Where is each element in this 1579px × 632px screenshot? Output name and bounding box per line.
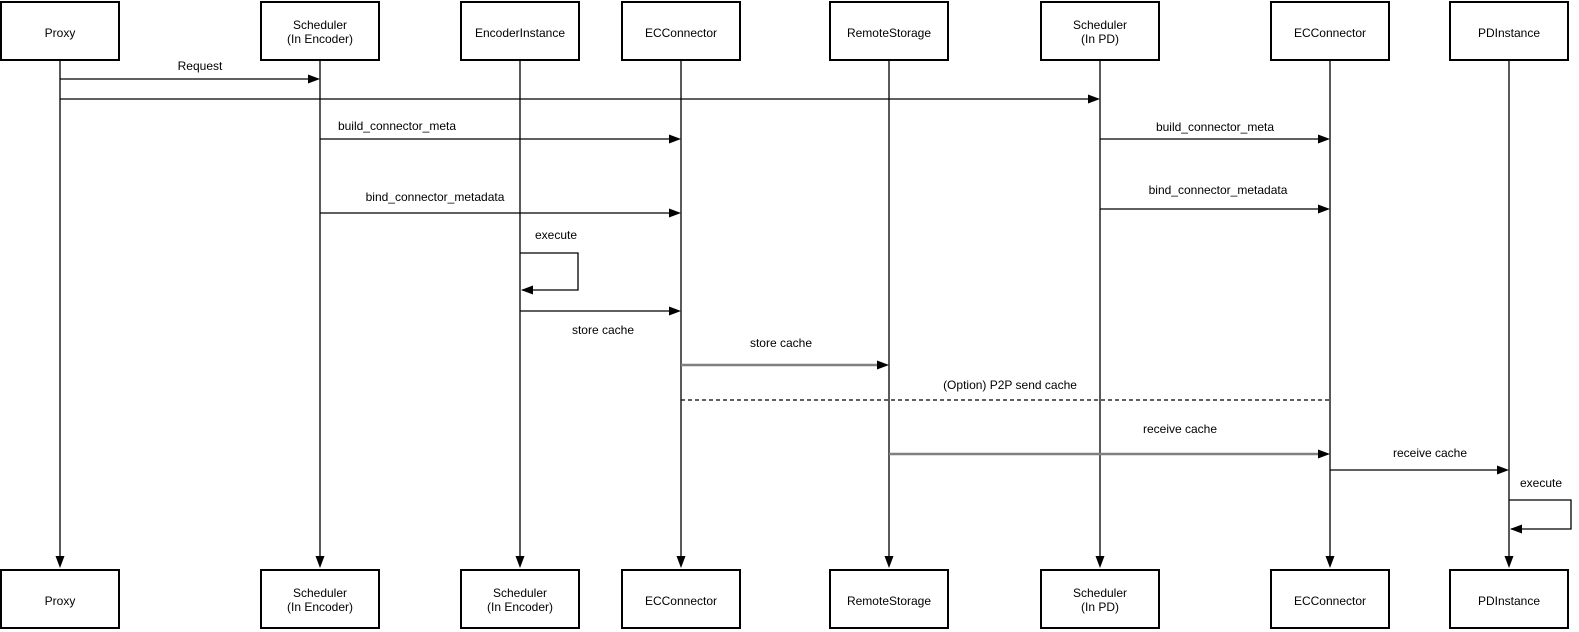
scheduler-in-pd-bottom-label-line: Scheduler (1073, 586, 1127, 600)
remote-storage-top-box (829, 1, 949, 61)
scheduler-in-pd-top-label: Scheduler(In PD) (1073, 18, 1127, 46)
proxy-top-box (0, 1, 120, 61)
ec-connector-encoder-lifeline-arrowhead-icon (676, 556, 686, 568)
encoder-instance-bottom-label-line: Scheduler (493, 586, 547, 600)
ec-connector-pd-top-label-line: ECConnector (1294, 26, 1366, 40)
build-connector-meta-pd-arrowhead-icon (1318, 134, 1330, 144)
execute-pd-self-loop (1509, 499, 1572, 530)
pd-instance-top-label-line: PDInstance (1478, 26, 1540, 40)
pd-instance-lifeline-arrowhead-icon (1504, 556, 1514, 568)
build-connector-meta-encoder-arrowhead-icon (669, 134, 681, 144)
pd-instance-top-label: PDInstance (1478, 26, 1540, 40)
scheduler-in-encoder-bottom-label-line: (In Encoder) (287, 600, 353, 614)
encoder-instance-lifeline-arrowhead-icon (515, 556, 525, 568)
encoder-instance-bottom-label: Scheduler(In Encoder) (487, 586, 553, 614)
proxy-lifeline-arrowhead-icon (55, 556, 65, 568)
scheduler-in-pd-top-label-line: Scheduler (1073, 18, 1127, 32)
request-arrowhead-icon (308, 74, 320, 84)
request-label: Request (178, 59, 223, 73)
bind-connector-metadata-pd-label: bind_connector_metadata (1149, 183, 1288, 197)
execute-encoder-self-loop (520, 252, 579, 291)
ec-connector-encoder-top-label-line: ECConnector (645, 26, 717, 40)
encoder-instance-bottom-box (460, 569, 580, 629)
remote-storage-bottom-label-line: RemoteStorage (847, 594, 931, 608)
ec-connector-pd-lifeline-arrowhead-icon (1325, 556, 1335, 568)
scheduler-in-encoder-bottom-label: Scheduler(In Encoder) (287, 586, 353, 614)
p2p-send-cache-label: (Option) P2P send cache (943, 378, 1077, 392)
scheduler-in-pd-top-label-line: (In PD) (1081, 32, 1119, 46)
ec-connector-encoder-top-box (621, 1, 741, 61)
ec-connector-pd-bottom-label-line: ECConnector (1294, 594, 1366, 608)
receive-cache-from-remote-arrowhead-icon (1318, 449, 1330, 459)
ec-connector-pd-top-label: ECConnector (1294, 26, 1366, 40)
scheduler-in-pd-top-box (1040, 1, 1160, 61)
scheduler-in-encoder-top-label-line: (In Encoder) (287, 32, 353, 46)
encoder-store-cache-label: store cache (572, 323, 634, 337)
scheduler-in-encoder-bottom-label-line: Scheduler (293, 586, 347, 600)
proxy-top-label: Proxy (45, 26, 76, 40)
build-connector-meta-encoder-label: build_connector_meta (338, 119, 456, 133)
encoder-instance-top-label-line: EncoderInstance (475, 26, 565, 40)
ec-connector-encoder-bottom-label: ECConnector (645, 594, 717, 608)
execute-encoder-label: execute (535, 228, 577, 242)
scheduler-in-encoder-top-box (260, 1, 380, 61)
ec-connector-encoder-top-label: ECConnector (645, 26, 717, 40)
pd-instance-bottom-label: PDInstance (1478, 594, 1540, 608)
build-connector-meta-pd-label: build_connector_meta (1156, 120, 1274, 134)
scheduler-in-encoder-top-label-line: Scheduler (293, 18, 347, 32)
ec-connector-pd-bottom-box (1270, 569, 1390, 629)
pd-instance-bottom-label-line: PDInstance (1478, 594, 1540, 608)
proxy-bottom-label: Proxy (45, 594, 76, 608)
remote-storage-bottom-box (829, 569, 949, 629)
execute-pd-label: execute (1520, 476, 1562, 490)
ec-connector-pd-bottom-label: ECConnector (1294, 594, 1366, 608)
encoder-instance-top-label: EncoderInstance (475, 26, 565, 40)
bind-connector-metadata-encoder-label: bind_connector_metadata (366, 190, 505, 204)
receive-cache-to-pd-label: receive cache (1393, 446, 1467, 460)
ec-connector-pd-top-box (1270, 1, 1390, 61)
scheduler-in-encoder-bottom-box (260, 569, 380, 629)
scheduler-in-pd-bottom-label: Scheduler(In PD) (1073, 586, 1127, 614)
scheduler-in-encoder-lifeline-arrowhead-icon (315, 556, 325, 568)
pd-instance-top-box (1449, 1, 1569, 61)
scheduler-in-pd-bottom-label-line: (In PD) (1081, 600, 1119, 614)
proxy-to-pd-scheduler-arrowhead-icon (1088, 94, 1100, 104)
receive-cache-to-pd-arrowhead-icon (1497, 465, 1509, 475)
scheduler-in-pd-bottom-box (1040, 569, 1160, 629)
scheduler-in-encoder-top-label: Scheduler(In Encoder) (287, 18, 353, 46)
proxy-bottom-box (0, 569, 120, 629)
remote-storage-top-label: RemoteStorage (847, 26, 931, 40)
encoder-store-cache-arrowhead-icon (669, 306, 681, 316)
receive-cache-from-remote-label: receive cache (1143, 422, 1217, 436)
scheduler-in-pd-lifeline-arrowhead-icon (1095, 556, 1105, 568)
store-cache-to-remote-arrowhead-icon (877, 360, 889, 370)
proxy-bottom-label-line: Proxy (45, 594, 76, 608)
store-cache-to-remote-label: store cache (750, 336, 812, 350)
encoder-instance-top-box (460, 1, 580, 61)
pd-instance-bottom-box (1449, 569, 1569, 629)
encoder-instance-bottom-label-line: (In Encoder) (487, 600, 553, 614)
bind-connector-metadata-pd-arrowhead-icon (1318, 204, 1330, 214)
remote-storage-lifeline-arrowhead-icon (884, 556, 894, 568)
ec-connector-encoder-bottom-label-line: ECConnector (645, 594, 717, 608)
bind-connector-metadata-encoder-arrowhead-icon (669, 208, 681, 218)
execute-pd-arrowhead-icon (1510, 524, 1522, 534)
ec-connector-encoder-bottom-box (621, 569, 741, 629)
execute-encoder-arrowhead-icon (521, 285, 533, 295)
remote-storage-top-label-line: RemoteStorage (847, 26, 931, 40)
remote-storage-bottom-label: RemoteStorage (847, 594, 931, 608)
proxy-top-label-line: Proxy (45, 26, 76, 40)
